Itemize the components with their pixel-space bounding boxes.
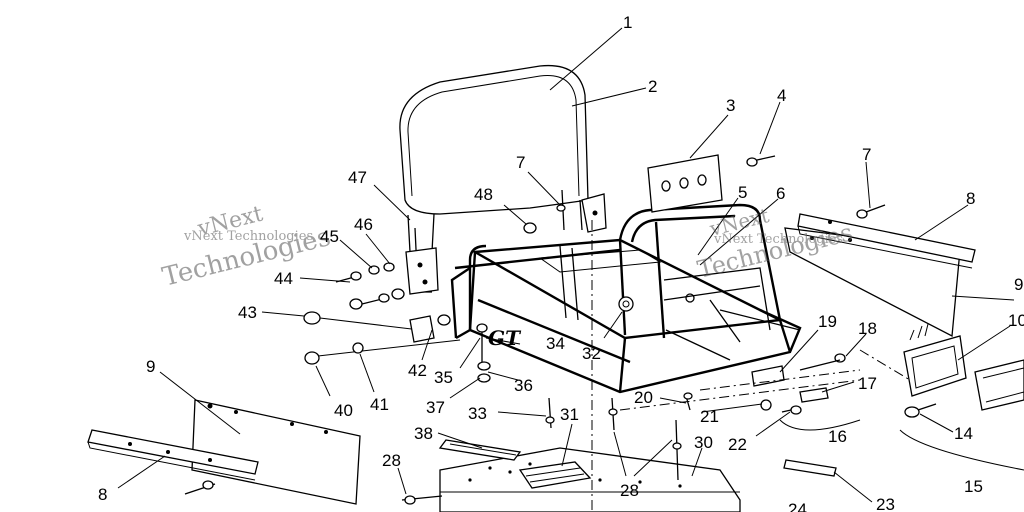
callout-8b: 8 xyxy=(98,485,107,504)
callout-1: 1 xyxy=(623,13,632,32)
vent-grille xyxy=(518,461,592,489)
callout-20: 20 xyxy=(634,388,653,407)
callout-35: 35 xyxy=(434,368,453,387)
callout-21: 21 xyxy=(700,407,719,426)
rubber-strip xyxy=(438,439,522,461)
callout-47: 47 xyxy=(348,168,367,187)
storage-box xyxy=(439,447,741,512)
tail-light-housing xyxy=(903,323,1024,411)
svg-text:vNext Technologies: vNext Technologies xyxy=(183,229,313,244)
callout-37: 37 xyxy=(426,398,445,417)
callout-43: 43 xyxy=(238,303,257,322)
callout-46: 46 xyxy=(354,215,373,234)
backrest-pad xyxy=(399,64,589,215)
callout-36: 36 xyxy=(514,376,533,395)
callout-31: 31 xyxy=(560,405,579,424)
callout-22: 22 xyxy=(728,435,747,454)
callout-45: 45 xyxy=(320,227,339,246)
callout-19: 19 xyxy=(818,312,837,331)
callout-23: 23 xyxy=(876,495,895,512)
callout-16: 16 xyxy=(828,427,847,446)
reflector-23 xyxy=(783,459,837,477)
callout-48: 48 xyxy=(474,185,493,204)
callout-18: 18 xyxy=(858,319,877,338)
callout-2: 2 xyxy=(648,77,657,96)
rack-frame xyxy=(450,203,802,394)
callout-7a: 7 xyxy=(516,153,525,172)
trim-rail-left xyxy=(87,429,259,481)
callout-28a: 28 xyxy=(382,451,401,470)
callout-6: 6 xyxy=(776,184,785,203)
callout-8a: 8 xyxy=(966,189,975,208)
watermark: vNext Technologies vNext Technologies vN… xyxy=(159,202,855,293)
side-panel-left xyxy=(191,399,361,505)
callout-9b: 9 xyxy=(146,357,155,376)
callout-38: 38 xyxy=(414,424,433,443)
callout-30: 30 xyxy=(694,433,713,452)
leader-lines xyxy=(117,27,1024,503)
callout-41: 41 xyxy=(370,395,389,414)
callout-4: 4 xyxy=(777,86,786,105)
callout-15: 15 xyxy=(964,477,983,496)
callout-44: 44 xyxy=(274,269,293,288)
callout-7b: 7 xyxy=(862,145,871,164)
backrest-mount-plate-left xyxy=(405,247,439,295)
callout-24: 24 xyxy=(788,500,807,512)
tail-light-bulb xyxy=(904,403,937,418)
callout-14: 14 xyxy=(954,424,973,443)
callout-28b: 28 xyxy=(620,481,639,500)
callout-34: 34 xyxy=(546,334,565,353)
callout-17: 17 xyxy=(858,374,877,393)
callout-40: 40 xyxy=(334,401,353,420)
callout-5: 5 xyxy=(738,183,747,202)
trim-rail-right xyxy=(797,213,976,269)
callout-9a: 9 xyxy=(1014,275,1023,294)
callout-labels: 1 2 3 4 5 6 7 7 8 8 9 9 10 14 15 16 17 1… xyxy=(98,13,1024,512)
center-lines xyxy=(591,220,911,512)
callout-33: 33 xyxy=(468,404,487,423)
fasteners xyxy=(184,155,886,505)
rack-floor-mat xyxy=(538,249,662,273)
callout-32: 32 xyxy=(582,344,601,363)
callout-10: 10 xyxy=(1008,311,1024,330)
backrest-mount-plate-right xyxy=(581,193,607,233)
svg-text:vNext Technologies: vNext Technologies xyxy=(713,232,843,247)
handwritten-mark: GT xyxy=(488,326,522,350)
callout-42: 42 xyxy=(408,361,427,380)
side-bracket-plate xyxy=(647,154,723,213)
callout-3: 3 xyxy=(726,96,735,115)
